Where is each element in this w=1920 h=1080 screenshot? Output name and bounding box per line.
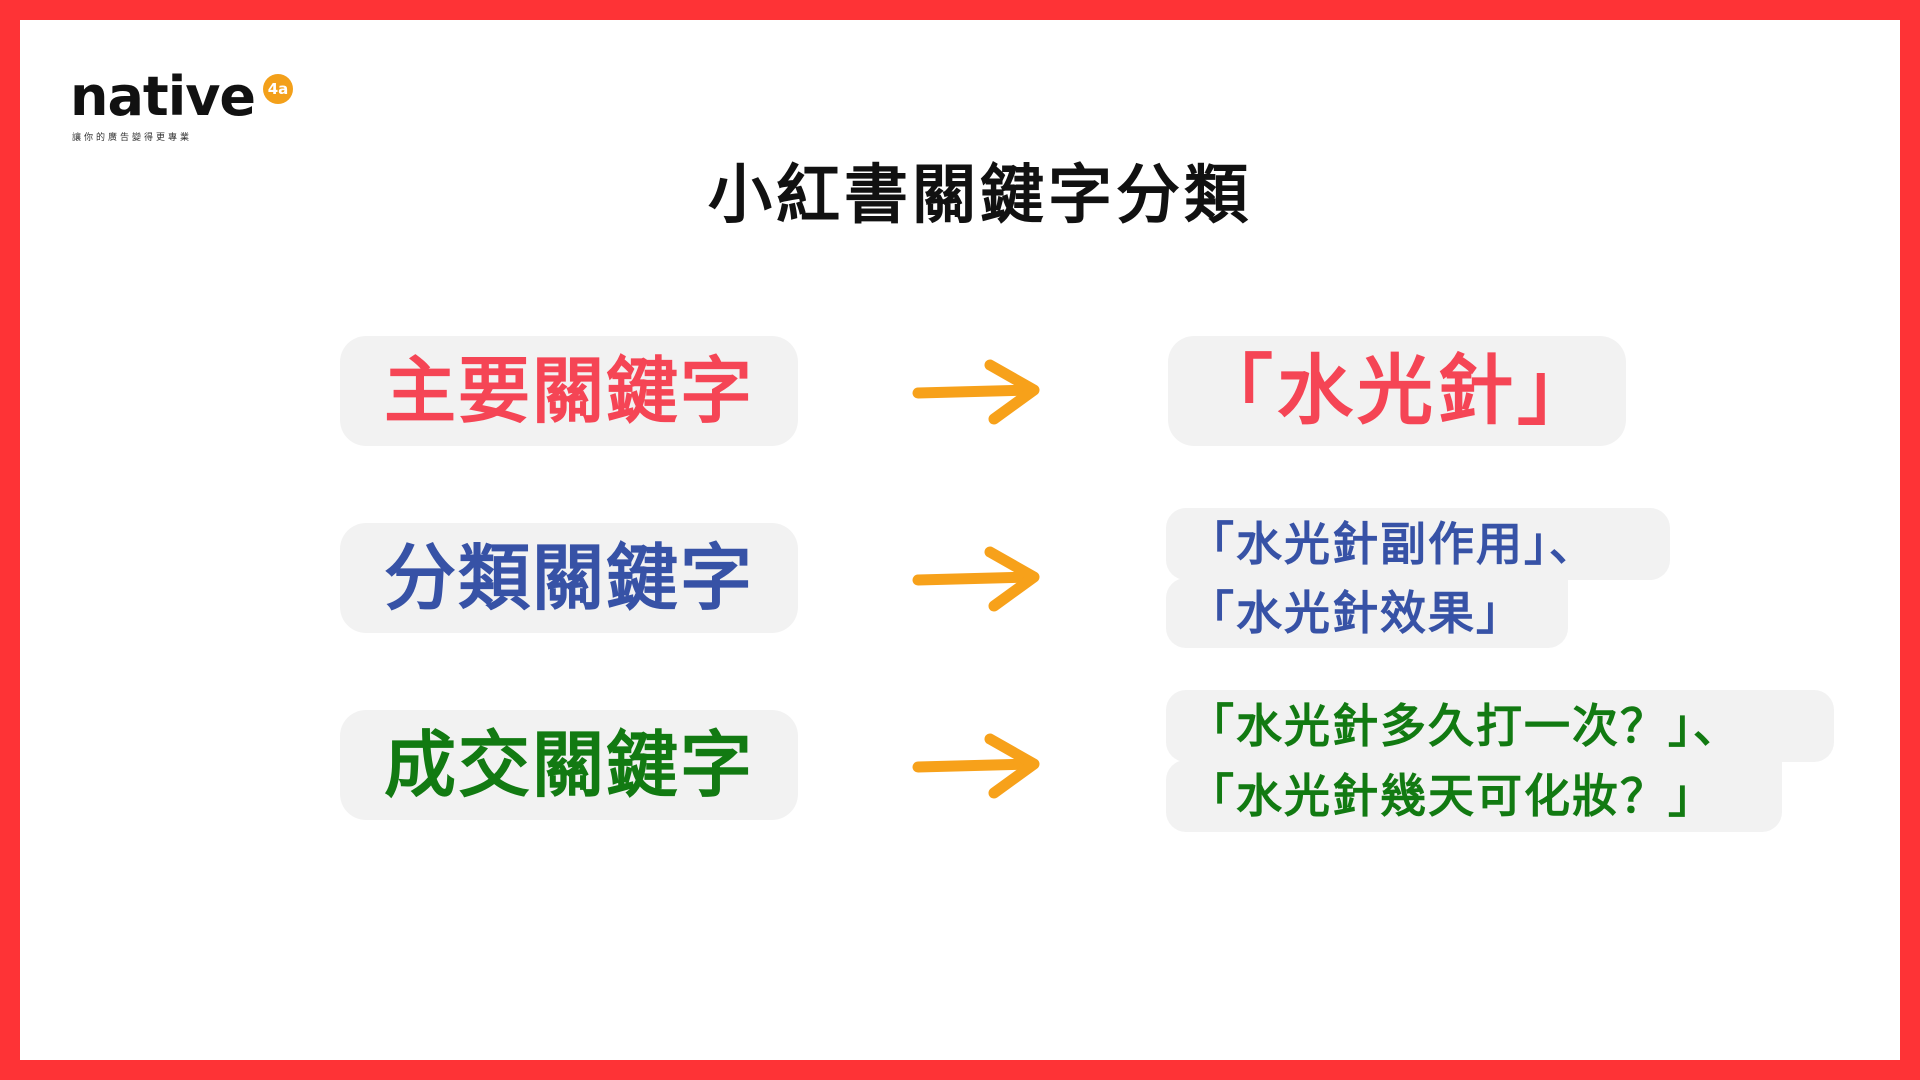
arrow-right-icon: [912, 546, 1040, 612]
conversion-keyword-result-1: 「水光針多久打一次？」、: [1166, 690, 1834, 762]
primary-keyword-result: 「水光針」: [1168, 336, 1626, 446]
conversion-keyword-label: 成交關鍵字: [340, 710, 798, 820]
arrow-right-icon: [912, 733, 1040, 799]
category-keyword-result-1: 「水光針副作用」、: [1166, 508, 1670, 580]
logo-badge: 4a: [263, 74, 293, 104]
logo-wordmark: native: [70, 65, 256, 128]
category-keyword-label: 分類關鍵字: [340, 523, 798, 633]
conversion-keyword-result-2: 「水光針幾天可化妝？」: [1166, 760, 1782, 832]
native-logo: native 4a 讓你的廣告變得更專業: [70, 70, 300, 145]
primary-keyword-label: 主要關鍵字: [340, 336, 798, 446]
category-keyword-result-2: 「水光針效果」: [1166, 578, 1568, 648]
logo-tagline: 讓你的廣告變得更專業: [72, 133, 193, 143]
page-title: 小紅書關鍵字分類: [708, 159, 1252, 233]
arrow-right-icon: [912, 359, 1040, 425]
